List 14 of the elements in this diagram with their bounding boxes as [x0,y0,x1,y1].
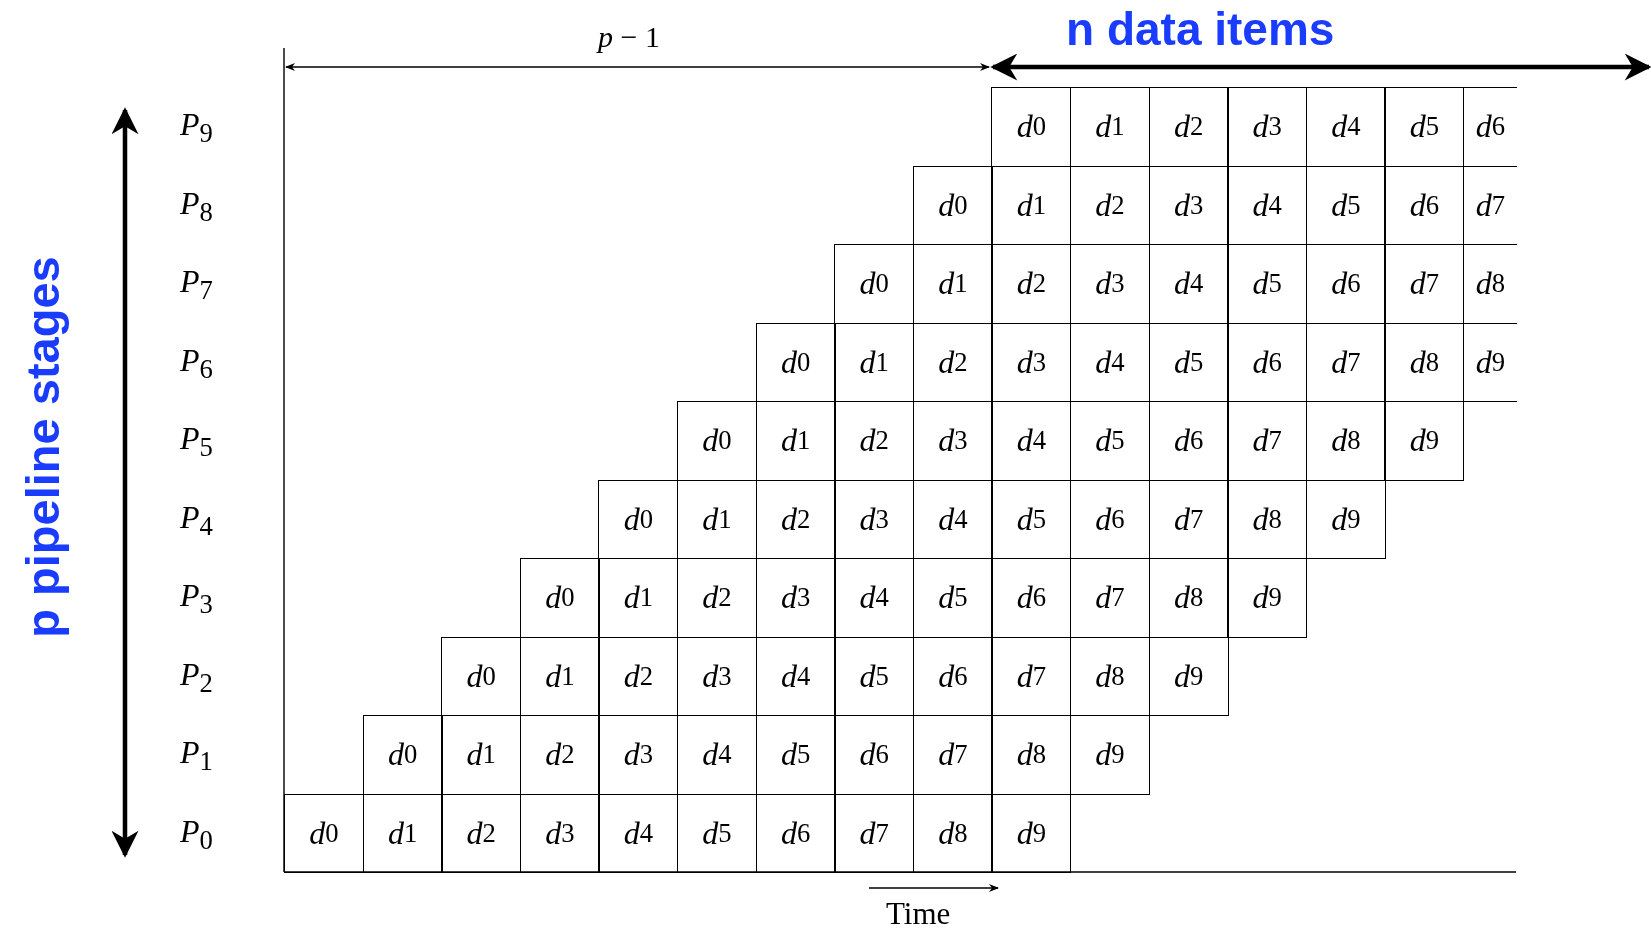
row-label: P$_{2}$ [180,655,213,701]
row-label: P$_{8}$ [180,184,213,230]
dimension-label: p − 1 [598,20,660,54]
row-label: P$_{7}$ [180,263,213,308]
row-label: P$_{5}$ [180,420,213,465]
axis-title: p pipeline stages [14,256,70,638]
row-label: P$_{0}$ [180,812,213,858]
row-label: P$_{6}$ [180,341,213,387]
row-label: P$_{1}$ [180,734,213,779]
row-label: P$_{4}$ [180,498,213,544]
heading: n data items [1066,2,1335,56]
axis-label: Time [886,896,951,930]
row-label: P$_{9}$ [180,106,213,151]
row-label: P$_{3}$ [180,577,213,622]
